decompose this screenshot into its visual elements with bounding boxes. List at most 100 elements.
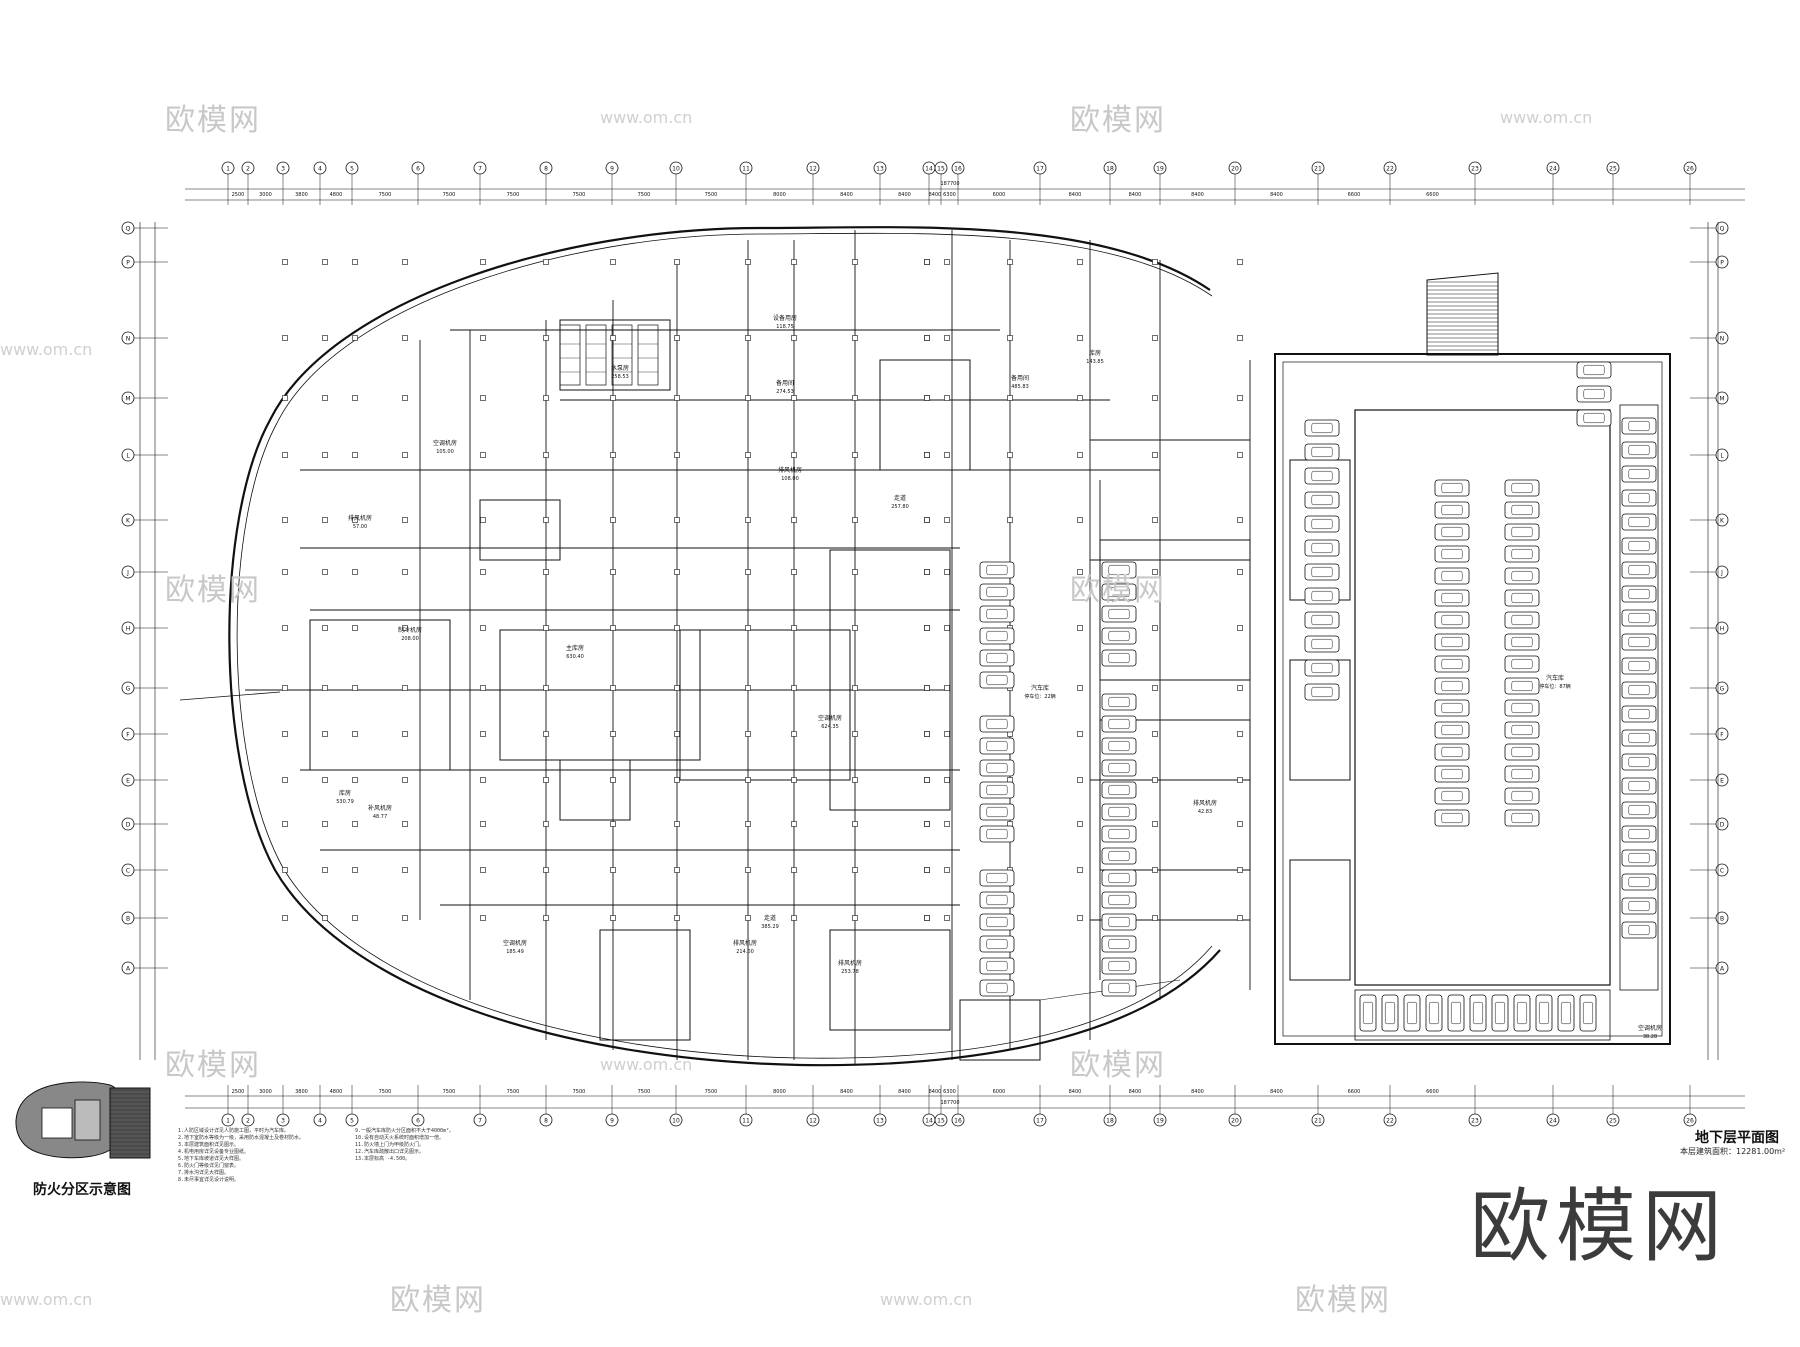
grid-label: 4: [318, 1118, 322, 1125]
parking-stall: [1469, 994, 1487, 1032]
car-window: [1628, 660, 1650, 672]
grid-label: 6: [416, 1118, 420, 1125]
car-window: [1311, 686, 1333, 698]
dim-value: 7500: [573, 1089, 586, 1095]
column: [745, 821, 751, 827]
column: [322, 821, 328, 827]
dim-value: 8400: [1129, 1089, 1142, 1095]
car-window: [1108, 982, 1130, 994]
car-window: [1511, 812, 1533, 824]
parking-stall: [979, 715, 1015, 733]
car-window: [1108, 850, 1130, 862]
grid-label: M: [1719, 396, 1724, 403]
parking-stall: [1621, 825, 1657, 843]
grid-label: E: [126, 778, 130, 785]
column: [791, 625, 797, 631]
room-area: 257.80: [891, 504, 909, 510]
column: [480, 777, 486, 783]
column: [745, 731, 751, 737]
room-outline: [1289, 859, 1351, 981]
column: [1237, 915, 1243, 921]
column: [1007, 335, 1013, 341]
watermark: 欧模网: [390, 1283, 486, 1318]
grid-label: 15: [937, 166, 945, 173]
column: [610, 731, 616, 737]
column: [480, 625, 486, 631]
parking-stall: [979, 561, 1015, 579]
parking-stall: [979, 913, 1015, 931]
grid-label: N: [126, 336, 131, 343]
bottom-parking-band: [1354, 989, 1611, 1041]
grid-label: F: [1720, 732, 1724, 739]
column: [610, 821, 616, 827]
column: [852, 335, 858, 341]
column: [1077, 685, 1083, 691]
car-window: [986, 564, 1008, 576]
car-window: [1108, 806, 1130, 818]
column: [1237, 867, 1243, 873]
grid-label: 26: [1686, 1118, 1694, 1125]
grid-label: 2: [246, 166, 250, 173]
column: [1077, 452, 1083, 458]
column: [1152, 625, 1158, 631]
grid-label: 7: [478, 1118, 482, 1125]
column: [1152, 395, 1158, 401]
column: [924, 517, 930, 523]
column: [402, 915, 408, 921]
car-window: [1511, 548, 1533, 560]
column: [1237, 335, 1243, 341]
column: [1237, 685, 1243, 691]
column: [852, 777, 858, 783]
column: [745, 777, 751, 783]
column: [944, 452, 950, 458]
car-window: [1628, 612, 1650, 624]
column: [944, 915, 950, 921]
room-name: 制冷机房: [398, 626, 422, 634]
column: [944, 625, 950, 631]
car-window: [986, 608, 1008, 620]
parking-stall: [1101, 891, 1137, 909]
column: [674, 821, 680, 827]
parking-stall: [1576, 361, 1612, 379]
grid-label: 22: [1386, 1118, 1394, 1125]
room-name: 库房: [339, 789, 351, 797]
column: [944, 821, 950, 827]
column: [745, 452, 751, 458]
room-area: 105.00: [436, 449, 454, 455]
column: [924, 685, 930, 691]
hatched-shaft: [1426, 272, 1499, 356]
car-window: [1511, 592, 1533, 604]
dim-value: 8400: [898, 1089, 911, 1095]
parking-stall: [1381, 994, 1399, 1032]
room-label: 走道 385.29: [761, 914, 779, 930]
fire-zone-caption: 防火分区示意图: [33, 1182, 131, 1198]
column: [1077, 259, 1083, 265]
car-window: [1583, 364, 1605, 376]
grid-label: K: [126, 518, 131, 525]
column: [924, 777, 930, 783]
column: [282, 867, 288, 873]
room-name: 设备用房: [773, 314, 797, 322]
grid-label: 17: [1036, 1118, 1044, 1125]
room-outline: [679, 629, 851, 781]
column: [480, 395, 486, 401]
car-window: [1108, 894, 1130, 906]
car-window: [1441, 812, 1463, 824]
car-window: [1511, 636, 1533, 648]
column: [322, 569, 328, 575]
column: [1152, 452, 1158, 458]
car-window: [1511, 482, 1533, 494]
dim-value: 8000: [773, 192, 786, 198]
dim-value: 8400: [929, 1089, 942, 1095]
car-window: [1108, 564, 1130, 576]
car-window: [1511, 526, 1533, 538]
parking-stall: [1504, 699, 1540, 717]
column: [791, 685, 797, 691]
room-name: 走道: [764, 914, 776, 922]
column: [610, 915, 616, 921]
room-area: 385.29: [761, 924, 779, 930]
watermark-url: www.om.cn: [0, 1290, 93, 1309]
column: [322, 335, 328, 341]
